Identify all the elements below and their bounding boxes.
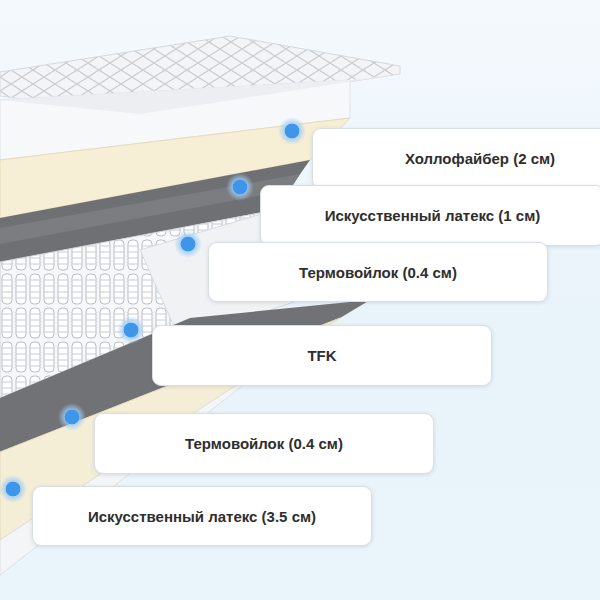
marker-dot [0, 475, 27, 503]
marker-dot [174, 230, 202, 258]
mattress-layers [0, 36, 400, 575]
marker-dot [117, 316, 145, 344]
callout-box: Термовойлок (0.4 см) [208, 242, 548, 302]
marker-dot [278, 117, 306, 145]
marker-dot [58, 403, 86, 431]
callout-box: Холлофайбер (2 см) [312, 128, 600, 189]
layer-label: TFK [307, 347, 336, 364]
layer-label: Термовойлок (0.4 см) [185, 435, 343, 452]
layer-label: Термовойлок (0.4 см) [299, 264, 457, 281]
layer-label: Искусственный латекс (1 см) [325, 207, 541, 224]
callout-box: Термовойлок (0.4 см) [94, 413, 434, 474]
marker-dot [226, 173, 254, 201]
callout-box: Искусственный латекс (3.5 см) [32, 486, 372, 546]
callout-box: Искусственный латекс (1 см) [260, 185, 600, 246]
layer-label: Холлофайбер (2 см) [405, 150, 555, 167]
callout-box: TFK [152, 325, 492, 386]
layer-label: Искусственный латекс (3.5 см) [88, 508, 316, 525]
